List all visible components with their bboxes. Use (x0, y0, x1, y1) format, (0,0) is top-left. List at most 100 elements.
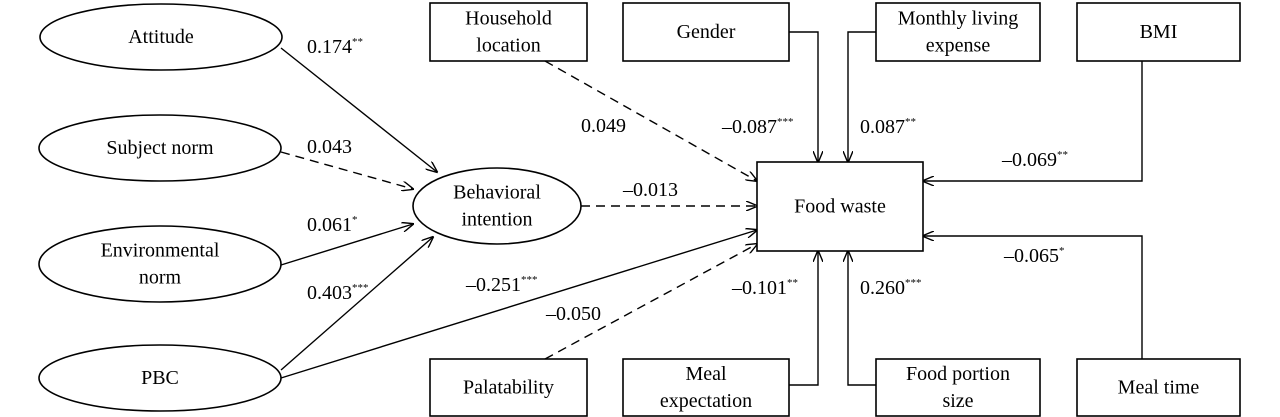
node-label-line: Environmental (101, 240, 220, 262)
path-coefficient-food-portion-size-fw: 0.260*** (860, 277, 922, 299)
coefficient-value: 0.043 (307, 136, 352, 158)
node-label-line: norm (139, 267, 182, 289)
coefficient-value: –0.050 (545, 303, 601, 325)
coefficient-value: –0.101 (731, 277, 787, 299)
significance-stars: * (352, 214, 358, 226)
path-coefficient-subject-norm-bi: 0.043 (307, 136, 352, 158)
significance-stars: *** (905, 277, 922, 289)
latent-ellipse (39, 3, 283, 71)
node-meal-expectation: Meal expectation (622, 358, 790, 417)
path-coefficient-bmi-fw: –0.069** (1001, 149, 1068, 171)
significance-stars: *** (777, 116, 794, 128)
observed-box (429, 2, 588, 62)
observed-box (622, 358, 790, 417)
node-food-waste: Food waste (756, 161, 924, 252)
node-label-line: Food waste (794, 196, 886, 218)
significance-stars: ** (352, 36, 363, 48)
latent-ellipse (412, 167, 582, 245)
node-label-line: Household (465, 8, 552, 30)
coefficient-value: 0.174 (307, 36, 352, 58)
significance-stars: ** (905, 116, 916, 128)
path-arrow-meal-expectation-fw (789, 251, 818, 386)
observed-box (1076, 2, 1241, 62)
observed-box (875, 2, 1041, 62)
observed-box (429, 358, 588, 417)
significance-stars: * (1059, 245, 1065, 257)
coefficient-value: 0.403 (307, 282, 352, 304)
node-label-line: Subject norm (106, 137, 214, 159)
node-label-line: Monthly living (898, 8, 1019, 30)
coefficient-value: –0.087 (721, 116, 777, 138)
path-arrow-attitude-bi (280, 47, 437, 172)
node-label-line: size (942, 390, 973, 412)
path-arrow-subject-norm-bi (280, 151, 413, 189)
node-environmental-norm: Environmental norm (38, 225, 282, 303)
significance-stars: *** (352, 282, 369, 294)
node-label-line: Palatability (463, 377, 554, 399)
path-coefficient-monthly-living-expense-fw: 0.087** (860, 116, 916, 138)
node-monthly-living-expense: Monthly living expense (875, 2, 1041, 62)
path-coefficient-bi-fw: –0.013 (622, 179, 678, 201)
node-food-portion-size: Food portion size (875, 358, 1041, 417)
node-household-location: Household location (429, 2, 588, 62)
node-label-line: expectation (660, 390, 752, 412)
coefficient-value: 0.087 (860, 116, 905, 138)
path-coefficient-meal-time-fw: –0.065* (1003, 245, 1065, 267)
significance-stars: *** (521, 274, 538, 286)
path-arrow-pbc-fw (280, 230, 757, 379)
observed-box (622, 2, 790, 62)
coefficient-value: 0.049 (581, 115, 626, 137)
node-behavioral-intention: Behavioral intention (412, 167, 582, 245)
edges-layer (280, 31, 1143, 386)
node-pbc: PBC (38, 344, 282, 412)
node-label-line: Food portion (906, 363, 1010, 385)
path-coefficient-environmental-norm-bi: 0.061* (307, 214, 358, 236)
node-label-line: Meal time (1118, 377, 1200, 399)
path-coefficient-palatability-fw: –0.050 (545, 303, 601, 325)
observed-box (756, 161, 924, 252)
node-label-line: intention (461, 209, 532, 231)
node-subject-norm: Subject norm (38, 114, 282, 182)
coefficient-value: –0.069 (1001, 149, 1057, 171)
latent-ellipse (38, 225, 282, 303)
significance-stars: ** (787, 277, 798, 289)
latent-ellipse (38, 114, 282, 182)
node-label-line: Attitude (128, 26, 194, 48)
node-palatability: Palatability (429, 358, 588, 417)
path-arrow-environmental-norm-bi (280, 224, 413, 266)
path-arrow-bmi-fw (923, 61, 1143, 181)
labels-layer: 0.174**0.0430.061*0.403***–0.251***–0.01… (307, 36, 1068, 325)
path-arrow-meal-time-fw (923, 236, 1143, 359)
path-coefficient-meal-expectation-fw: –0.101** (731, 277, 798, 299)
node-label-line: Behavioral (453, 182, 541, 204)
node-meal-time: Meal time (1076, 358, 1241, 417)
path-coefficient-attitude-bi: 0.174** (307, 36, 363, 58)
path-coefficient-household-location-fw: 0.049 (581, 115, 626, 137)
node-label-line: BMI (1140, 21, 1178, 43)
node-bmi: BMI (1076, 2, 1241, 62)
path-arrow-monthly-living-expense-fw (848, 31, 876, 162)
path-arrow-palatability-fw (544, 244, 757, 360)
significance-stars: ** (1057, 149, 1068, 161)
path-arrow-household-location-fw (544, 60, 757, 181)
coefficient-value: –0.065 (1003, 245, 1059, 267)
path-arrow-food-portion-size-fw (848, 251, 876, 386)
coefficient-value: –0.013 (622, 179, 678, 201)
coefficient-value: 0.061 (307, 214, 352, 236)
node-label-line: Gender (677, 21, 736, 43)
observed-box (1076, 358, 1241, 417)
node-attitude: Attitude (39, 3, 283, 71)
node-label-line: PBC (141, 367, 179, 389)
path-coefficient-pbc-fw: –0.251*** (465, 274, 538, 296)
node-label-line: expense (926, 35, 991, 57)
node-label-line: location (476, 35, 540, 57)
node-label-line: Meal (685, 363, 727, 385)
observed-box (875, 358, 1041, 417)
path-arrow-gender-fw (789, 31, 818, 162)
coefficient-value: –0.251 (465, 274, 521, 296)
path-coefficient-pbc-bi: 0.403*** (307, 282, 369, 304)
coefficient-value: 0.260 (860, 277, 905, 299)
latent-ellipse (38, 344, 282, 412)
